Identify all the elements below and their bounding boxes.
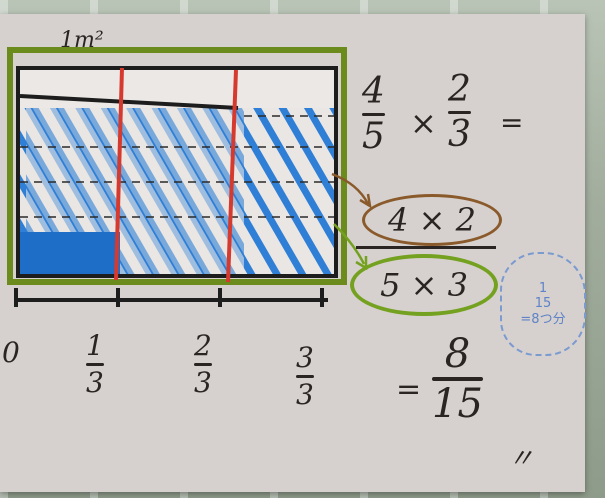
fraction-2-3: 2 3: [448, 69, 471, 155]
third-divider: [114, 67, 124, 281]
tick-label-1-3: 1 3: [86, 329, 104, 399]
filled-piece: [20, 232, 120, 274]
result-equals: =: [396, 372, 422, 407]
side-note: 1 15 =8つ分: [500, 252, 586, 356]
whiteboard: 1m² 0 1 3 2 3 3 3 4 5 × 2 3 = 4 × 2 5 × …: [0, 14, 586, 492]
end-mark: 〃: [508, 444, 535, 474]
fraction-4-5: 4 5: [362, 71, 385, 157]
green-frame: [7, 47, 347, 285]
denominator-product: 5 × 3: [350, 254, 498, 316]
result-fraction: 8 15: [432, 331, 483, 427]
fraction-bar: [356, 246, 496, 249]
area-model-diagram: [7, 47, 347, 307]
side-note-line3: =8つ分: [520, 311, 566, 327]
third-divider: [226, 69, 238, 283]
equals-sign: =: [500, 106, 524, 139]
area-label: 1m²: [60, 28, 104, 53]
tick-label-3-3: 3 3: [296, 341, 314, 411]
times-sign: ×: [410, 104, 437, 142]
side-note-line2: 15: [534, 296, 552, 312]
side-note-line1: 1: [538, 280, 548, 296]
numerator-product: 4 × 2: [362, 194, 502, 246]
tick-label-2-3: 2 3: [194, 329, 212, 399]
tick-label-0: 0: [2, 336, 20, 369]
